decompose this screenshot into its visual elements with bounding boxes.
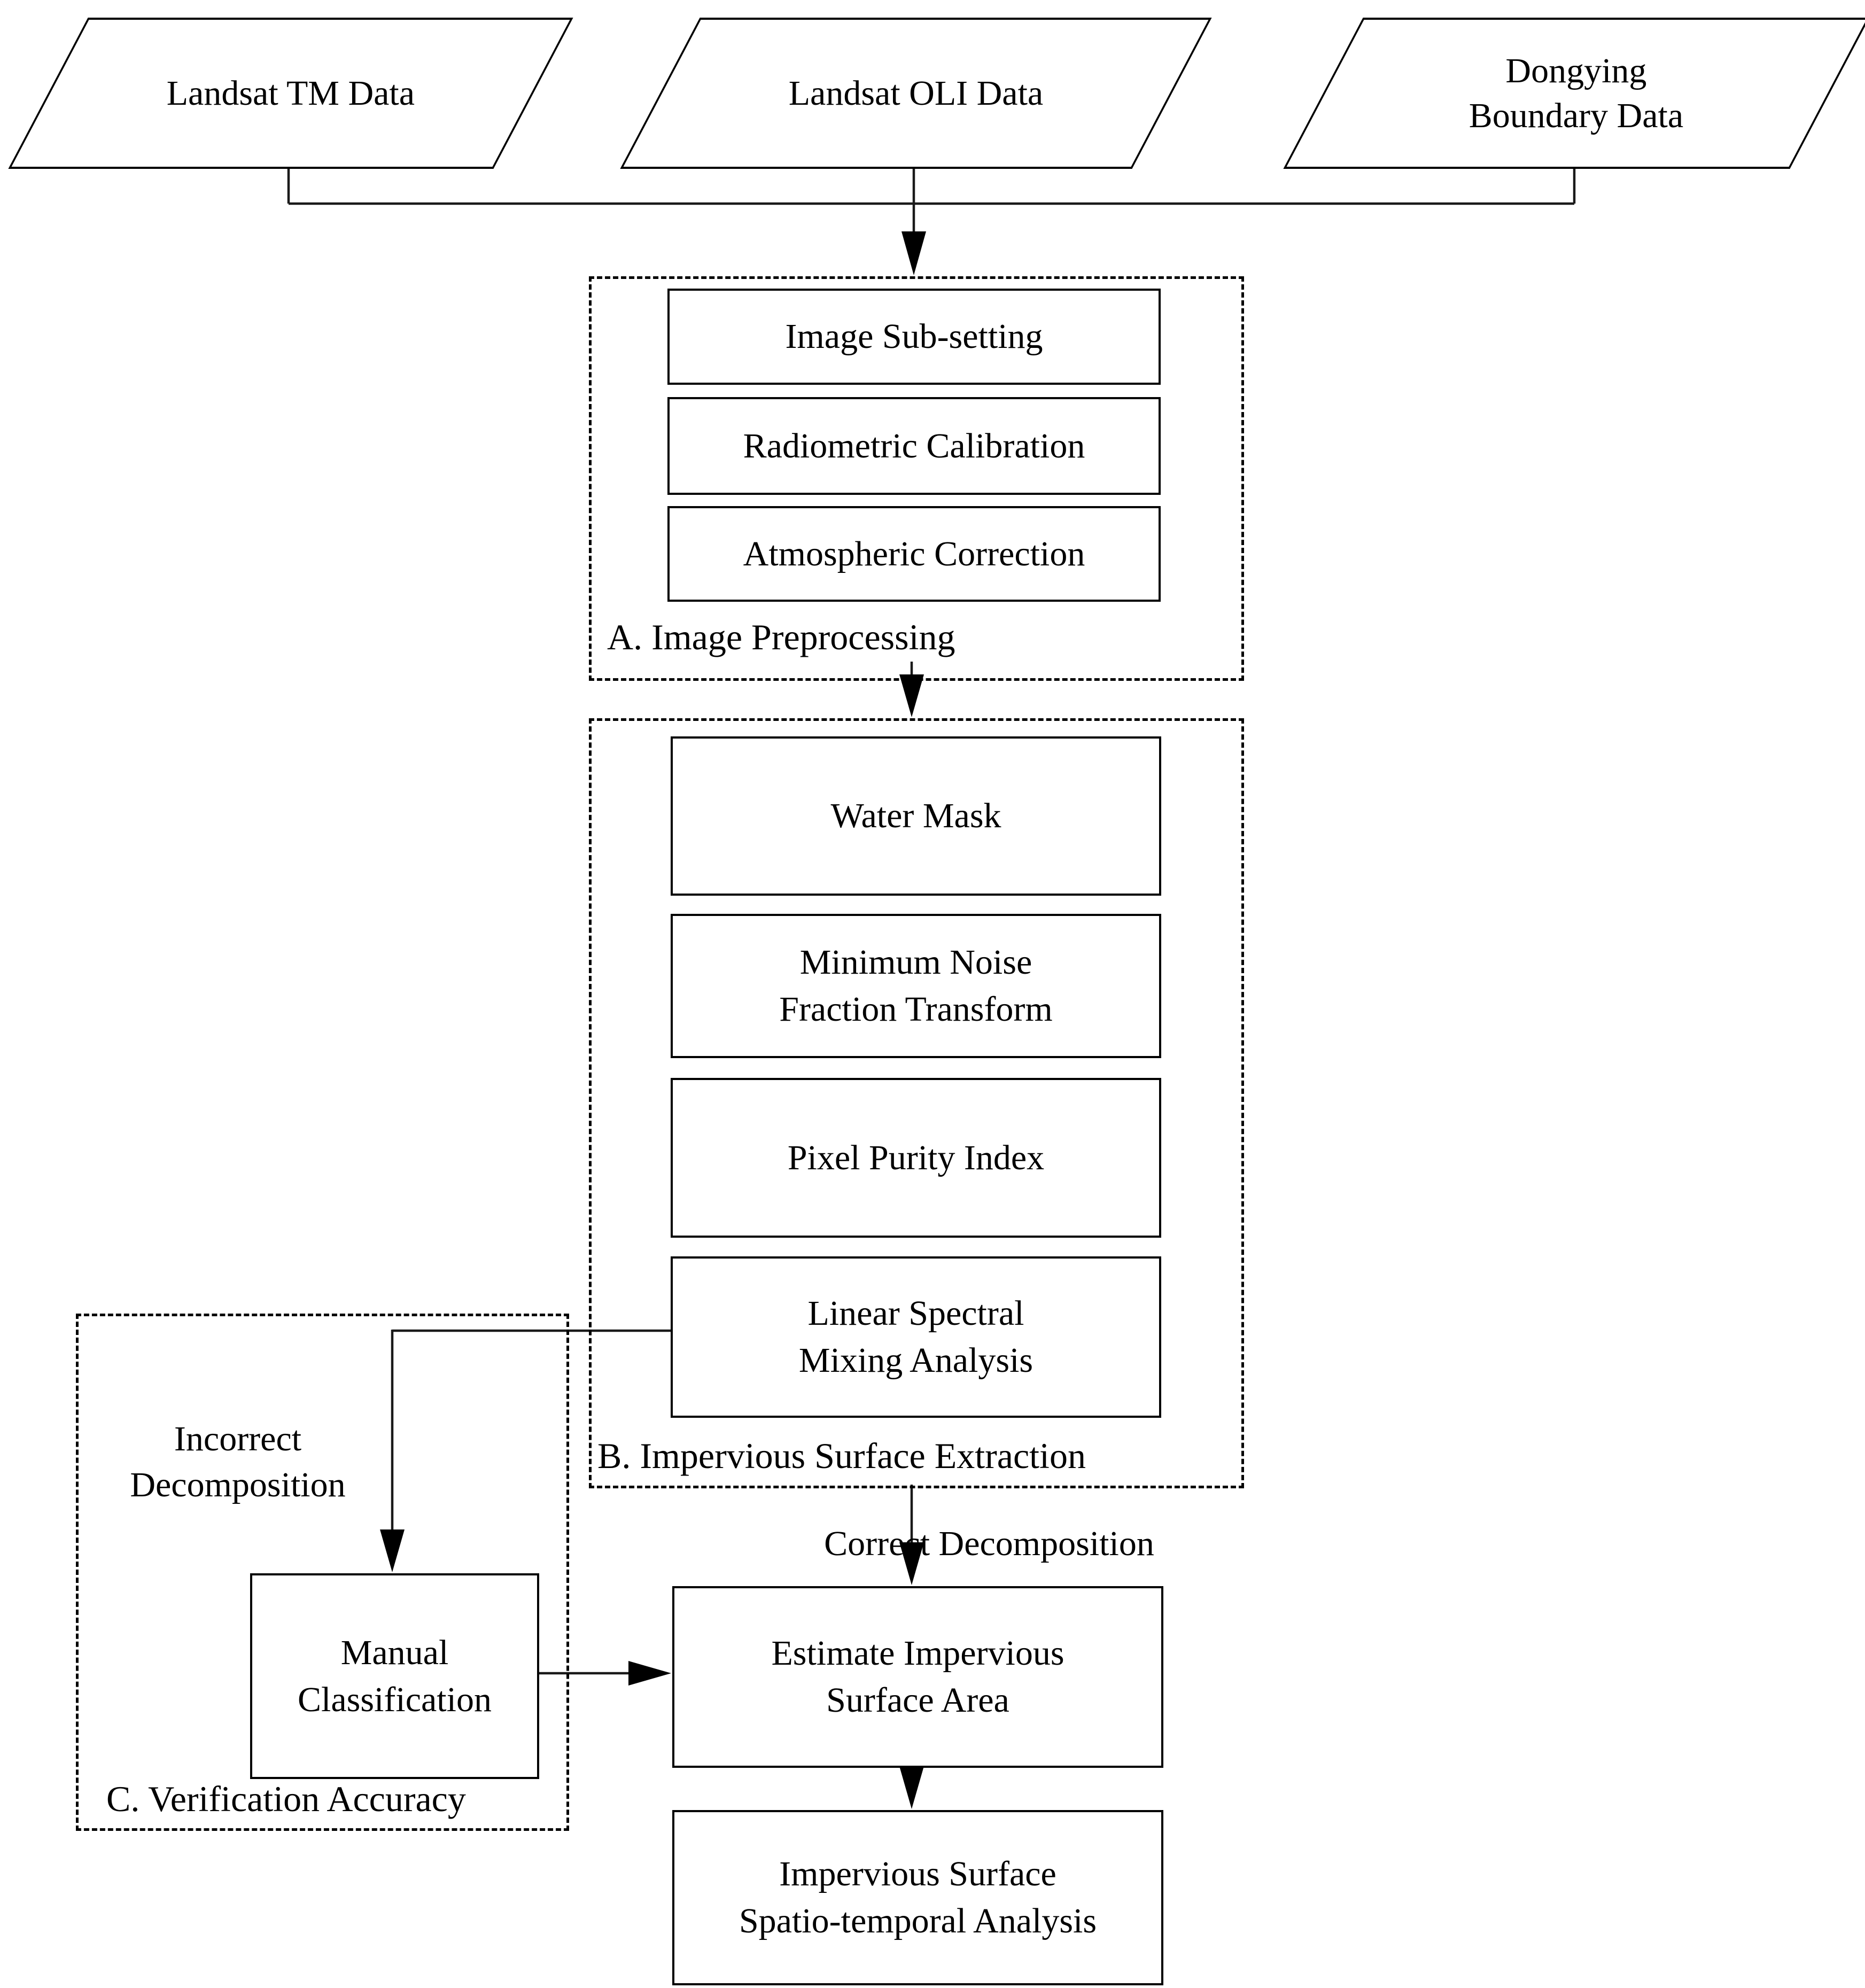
node-dongying-boundary-data: Dongying Boundary Data: [1283, 18, 1865, 169]
spatiotemporal-line-1: Impervious Surface: [779, 1854, 1056, 1893]
estimate-line-2: Surface Area: [826, 1681, 1009, 1720]
node-water-mask-label: Water Mask: [830, 796, 1001, 835]
arrowhead-into-group-b: [899, 674, 924, 717]
node-landsat-oli-data-label: Landsat OLI Data: [788, 73, 1044, 113]
arrowhead-manual-to-estimate: [628, 1661, 671, 1686]
arrowhead-into-manual-classification: [380, 1529, 405, 1572]
node-minimum-noise-fraction-transform: Minimum Noise Fraction Transform: [671, 914, 1161, 1058]
spatiotemporal-line-2: Spatio-temporal Analysis: [739, 1901, 1097, 1940]
node-landsat-oli-data: Landsat OLI Data: [620, 18, 1212, 169]
node-landsat-tm-data: Landsat TM Data: [8, 18, 573, 169]
node-image-subsetting-label: Image Sub-setting: [785, 317, 1043, 356]
dongying-line-2: Boundary Data: [1469, 96, 1684, 135]
node-landsat-tm-data-label: Landsat TM Data: [166, 73, 415, 113]
node-pixel-purity-index: Pixel Purity Index: [671, 1078, 1161, 1238]
node-image-subsetting: Image Sub-setting: [667, 289, 1161, 385]
estimate-line-1: Estimate Impervious: [771, 1634, 1064, 1673]
arrowhead-into-group-a: [902, 231, 926, 275]
arrowhead-into-estimate: [899, 1542, 924, 1585]
edge-label-incorrect-decomposition: Incorrect Decomposition: [77, 1416, 398, 1508]
mnf-line-1: Minimum Noise: [799, 943, 1032, 982]
manual-line-2: Classification: [298, 1680, 492, 1719]
group-image-preprocessing: [589, 276, 1244, 681]
lsma-line-2: Mixing Analysis: [798, 1341, 1033, 1380]
node-radiometric-calibration: Radiometric Calibration: [667, 397, 1161, 495]
mnf-line-2: Fraction Transform: [779, 990, 1053, 1029]
node-linear-spectral-mixing-analysis: Linear Spectral Mixing Analysis: [671, 1256, 1161, 1418]
node-estimate-impervious-surface-area: Estimate Impervious Surface Area: [672, 1586, 1163, 1768]
arrowhead-into-final: [899, 1766, 924, 1809]
label-group-b: B. Impervious Surface Extraction: [597, 1435, 1086, 1476]
node-atmospheric-correction-label: Atmospheric Correction: [743, 534, 1085, 573]
node-radiometric-calibration-label: Radiometric Calibration: [743, 426, 1085, 465]
dongying-line-1: Dongying: [1505, 51, 1647, 90]
lsma-line-1: Linear Spectral: [807, 1294, 1024, 1333]
node-water-mask: Water Mask: [671, 736, 1161, 896]
group-verification-accuracy: [76, 1314, 569, 1831]
label-group-c: C. Verification Accuracy: [106, 1779, 466, 1819]
node-dongying-boundary-data-label: Dongying Boundary Data: [1469, 49, 1683, 138]
label-group-a: A. Image Preprocessing: [607, 617, 955, 657]
group-impervious-surface-extraction: [589, 718, 1244, 1488]
node-manual-classification: Manual Classification: [250, 1573, 539, 1779]
edge-label-correct-decomposition: Correct Decomposition: [824, 1524, 1154, 1563]
node-pixel-purity-index-label: Pixel Purity Index: [787, 1138, 1045, 1177]
incorrect-line-2: Decomposition: [130, 1465, 346, 1504]
incorrect-line-1: Incorrect: [174, 1419, 302, 1458]
node-impervious-surface-spatiotemporal-analysis: Impervious Surface Spatio-temporal Analy…: [672, 1810, 1163, 1985]
manual-line-1: Manual: [340, 1633, 449, 1672]
node-atmospheric-correction: Atmospheric Correction: [667, 506, 1161, 602]
